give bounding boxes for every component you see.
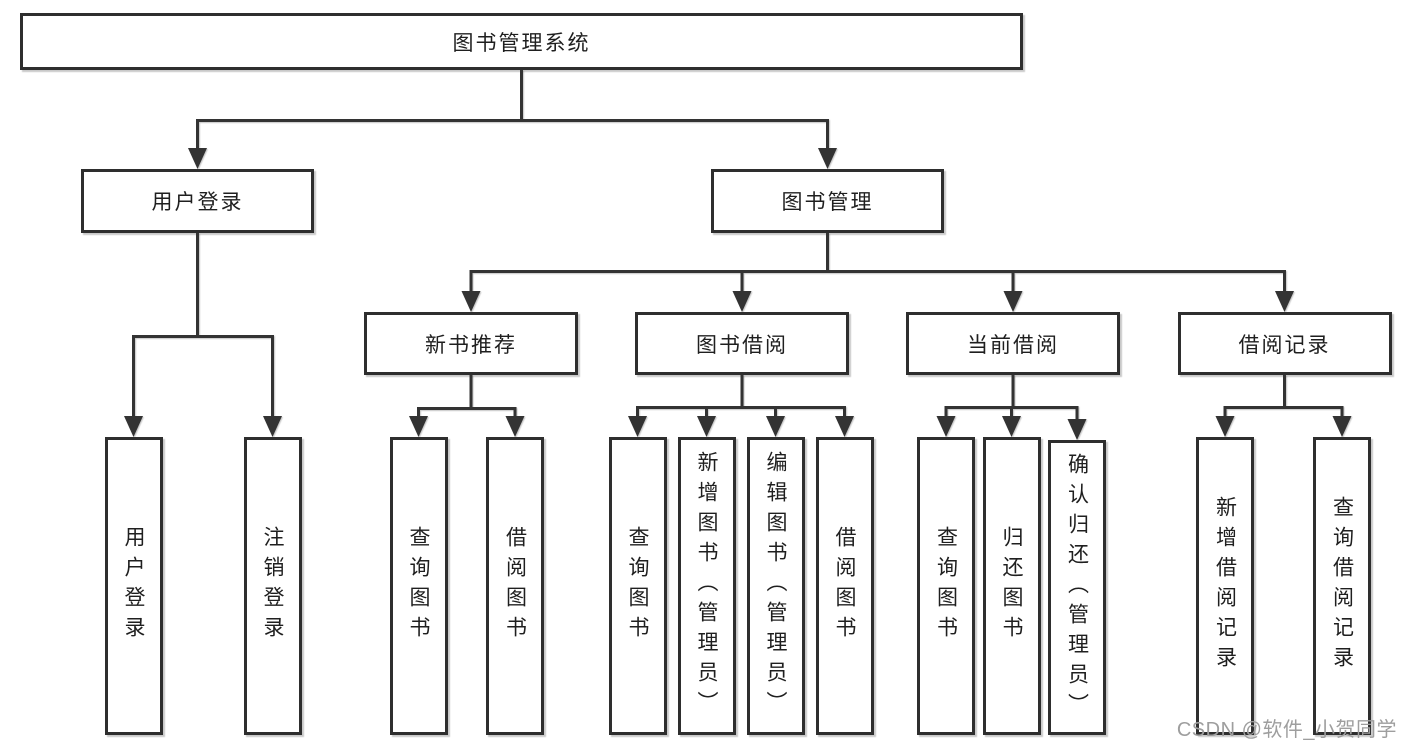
- connector-bookmgmt-to-newbook: [469, 233, 829, 296]
- arrowhead-icon: [1067, 419, 1087, 440]
- leaf-query-books-borrow: 查询图书: [608, 437, 667, 735]
- node-borrow-records: 借阅记录: [1177, 312, 1392, 375]
- node-label: 借阅图书: [503, 526, 527, 646]
- arrowhead-icon: [1003, 291, 1023, 312]
- connector-bookmgmt-to-bookborrow: [740, 233, 829, 296]
- node-label: 新书推荐: [425, 333, 517, 357]
- arrowhead-icon: [1002, 416, 1021, 437]
- arrowhead-icon: [628, 416, 647, 437]
- connector-edges: [132, 70, 1344, 424]
- node-label: 新增借阅记录: [1213, 496, 1237, 676]
- connector-arrowheads: [124, 148, 1352, 440]
- leaf-query-borrow-record: 查询借阅记录: [1313, 437, 1371, 735]
- connector-bookborrow-to-edit: [740, 375, 777, 421]
- node-label: 编辑图书（管理员）: [764, 451, 788, 721]
- leaf-add-borrow-record: 新增借阅记录: [1196, 437, 1254, 735]
- node-label: 查询图书: [934, 526, 958, 646]
- leaf-logout: 注销登录: [243, 437, 302, 735]
- arrowhead-icon: [818, 148, 837, 169]
- watermark-text: CSDN @软件_小贺同学: [1176, 719, 1397, 741]
- connector-newbook-to-query: [417, 375, 473, 421]
- arrowhead-icon: [1215, 416, 1235, 437]
- node-label: 借阅图书: [833, 526, 857, 646]
- arrowhead-icon: [124, 416, 143, 437]
- connector-records-to-add: [1223, 375, 1286, 421]
- connector-bookmgmt-to-currentborrow: [826, 233, 1015, 296]
- connector-root-to-user-login: [196, 70, 523, 153]
- connector-bookborrow-to-borrow: [740, 375, 846, 421]
- leaf-user-login: 用户登录: [104, 437, 163, 735]
- node-label: 归还图书: [1000, 526, 1024, 646]
- arrowhead-icon: [1275, 291, 1294, 312]
- leaf-query-books-current: 查询图书: [917, 437, 975, 735]
- node-label: 查询图书: [407, 526, 431, 646]
- connector-bookborrow-to-add: [705, 375, 744, 421]
- node-label: 借阅记录: [1238, 333, 1331, 357]
- node-label: 新增图书（管理员）: [695, 451, 719, 721]
- leaf-borrow-books: 借阅图书: [815, 437, 874, 735]
- connector-userlogin-to-leaf-logout: [196, 233, 274, 421]
- node-book-borrow: 图书借阅: [635, 312, 849, 375]
- node-label: 确认归还（管理员）: [1065, 452, 1089, 723]
- connector-bookborrow-to-query: [636, 375, 744, 421]
- arrowhead-icon: [188, 148, 207, 169]
- arrowhead-icon: [936, 416, 956, 437]
- arrowhead-icon: [766, 416, 785, 437]
- arrowhead-icon: [1332, 416, 1352, 437]
- leaf-confirm-return-admin: 确认归还（管理员）: [1048, 440, 1106, 735]
- connector-bookmgmt-to-borrowrecords: [826, 233, 1286, 296]
- leaf-borrow-books-recommend: 借阅图书: [486, 437, 544, 735]
- arrowhead-icon: [697, 416, 716, 437]
- arrowhead-icon: [835, 416, 854, 437]
- arrowhead-icon: [263, 416, 282, 437]
- node-label: 用户登录: [151, 191, 244, 214]
- leaf-add-book-admin: 新增图书（管理员）: [677, 437, 736, 735]
- arrowhead-icon: [409, 416, 428, 437]
- node-new-book-recommend: 新书推荐: [364, 312, 578, 375]
- arrowhead-icon: [461, 291, 481, 312]
- node-label: 查询借阅记录: [1330, 496, 1354, 676]
- node-current-borrow: 当前借阅: [906, 312, 1120, 375]
- connector-currentborrow-to-confirm: [1011, 375, 1079, 424]
- node-label: 查询图书: [626, 526, 650, 646]
- connector-records-to-query: [1283, 375, 1344, 421]
- node-label: 图书借阅: [696, 333, 788, 357]
- connector-root-to-book-management: [520, 70, 829, 153]
- arrowhead-icon: [732, 291, 752, 312]
- node-label: 图书管理: [781, 191, 874, 214]
- node-label: 图书管理系统: [452, 31, 591, 55]
- node-label: 注销登录: [261, 526, 285, 646]
- connector-newbook-to-borrow: [469, 375, 517, 421]
- node-label: 当前借阅: [967, 333, 1059, 357]
- node-root-system: 图书管理系统: [20, 13, 1023, 70]
- arrowhead-icon: [505, 416, 525, 437]
- leaf-edit-book-admin: 编辑图书（管理员）: [746, 437, 805, 735]
- node-label: 用户登录: [122, 526, 146, 646]
- node-user-login: 用户登录: [81, 169, 314, 233]
- leaf-return-book: 归还图书: [982, 437, 1041, 735]
- leaf-query-books-recommend: 查询图书: [389, 437, 448, 735]
- node-book-management: 图书管理: [711, 169, 944, 233]
- connector-currentborrow-to-query: [944, 375, 1015, 421]
- connector-userlogin-to-leaf-login: [132, 233, 199, 421]
